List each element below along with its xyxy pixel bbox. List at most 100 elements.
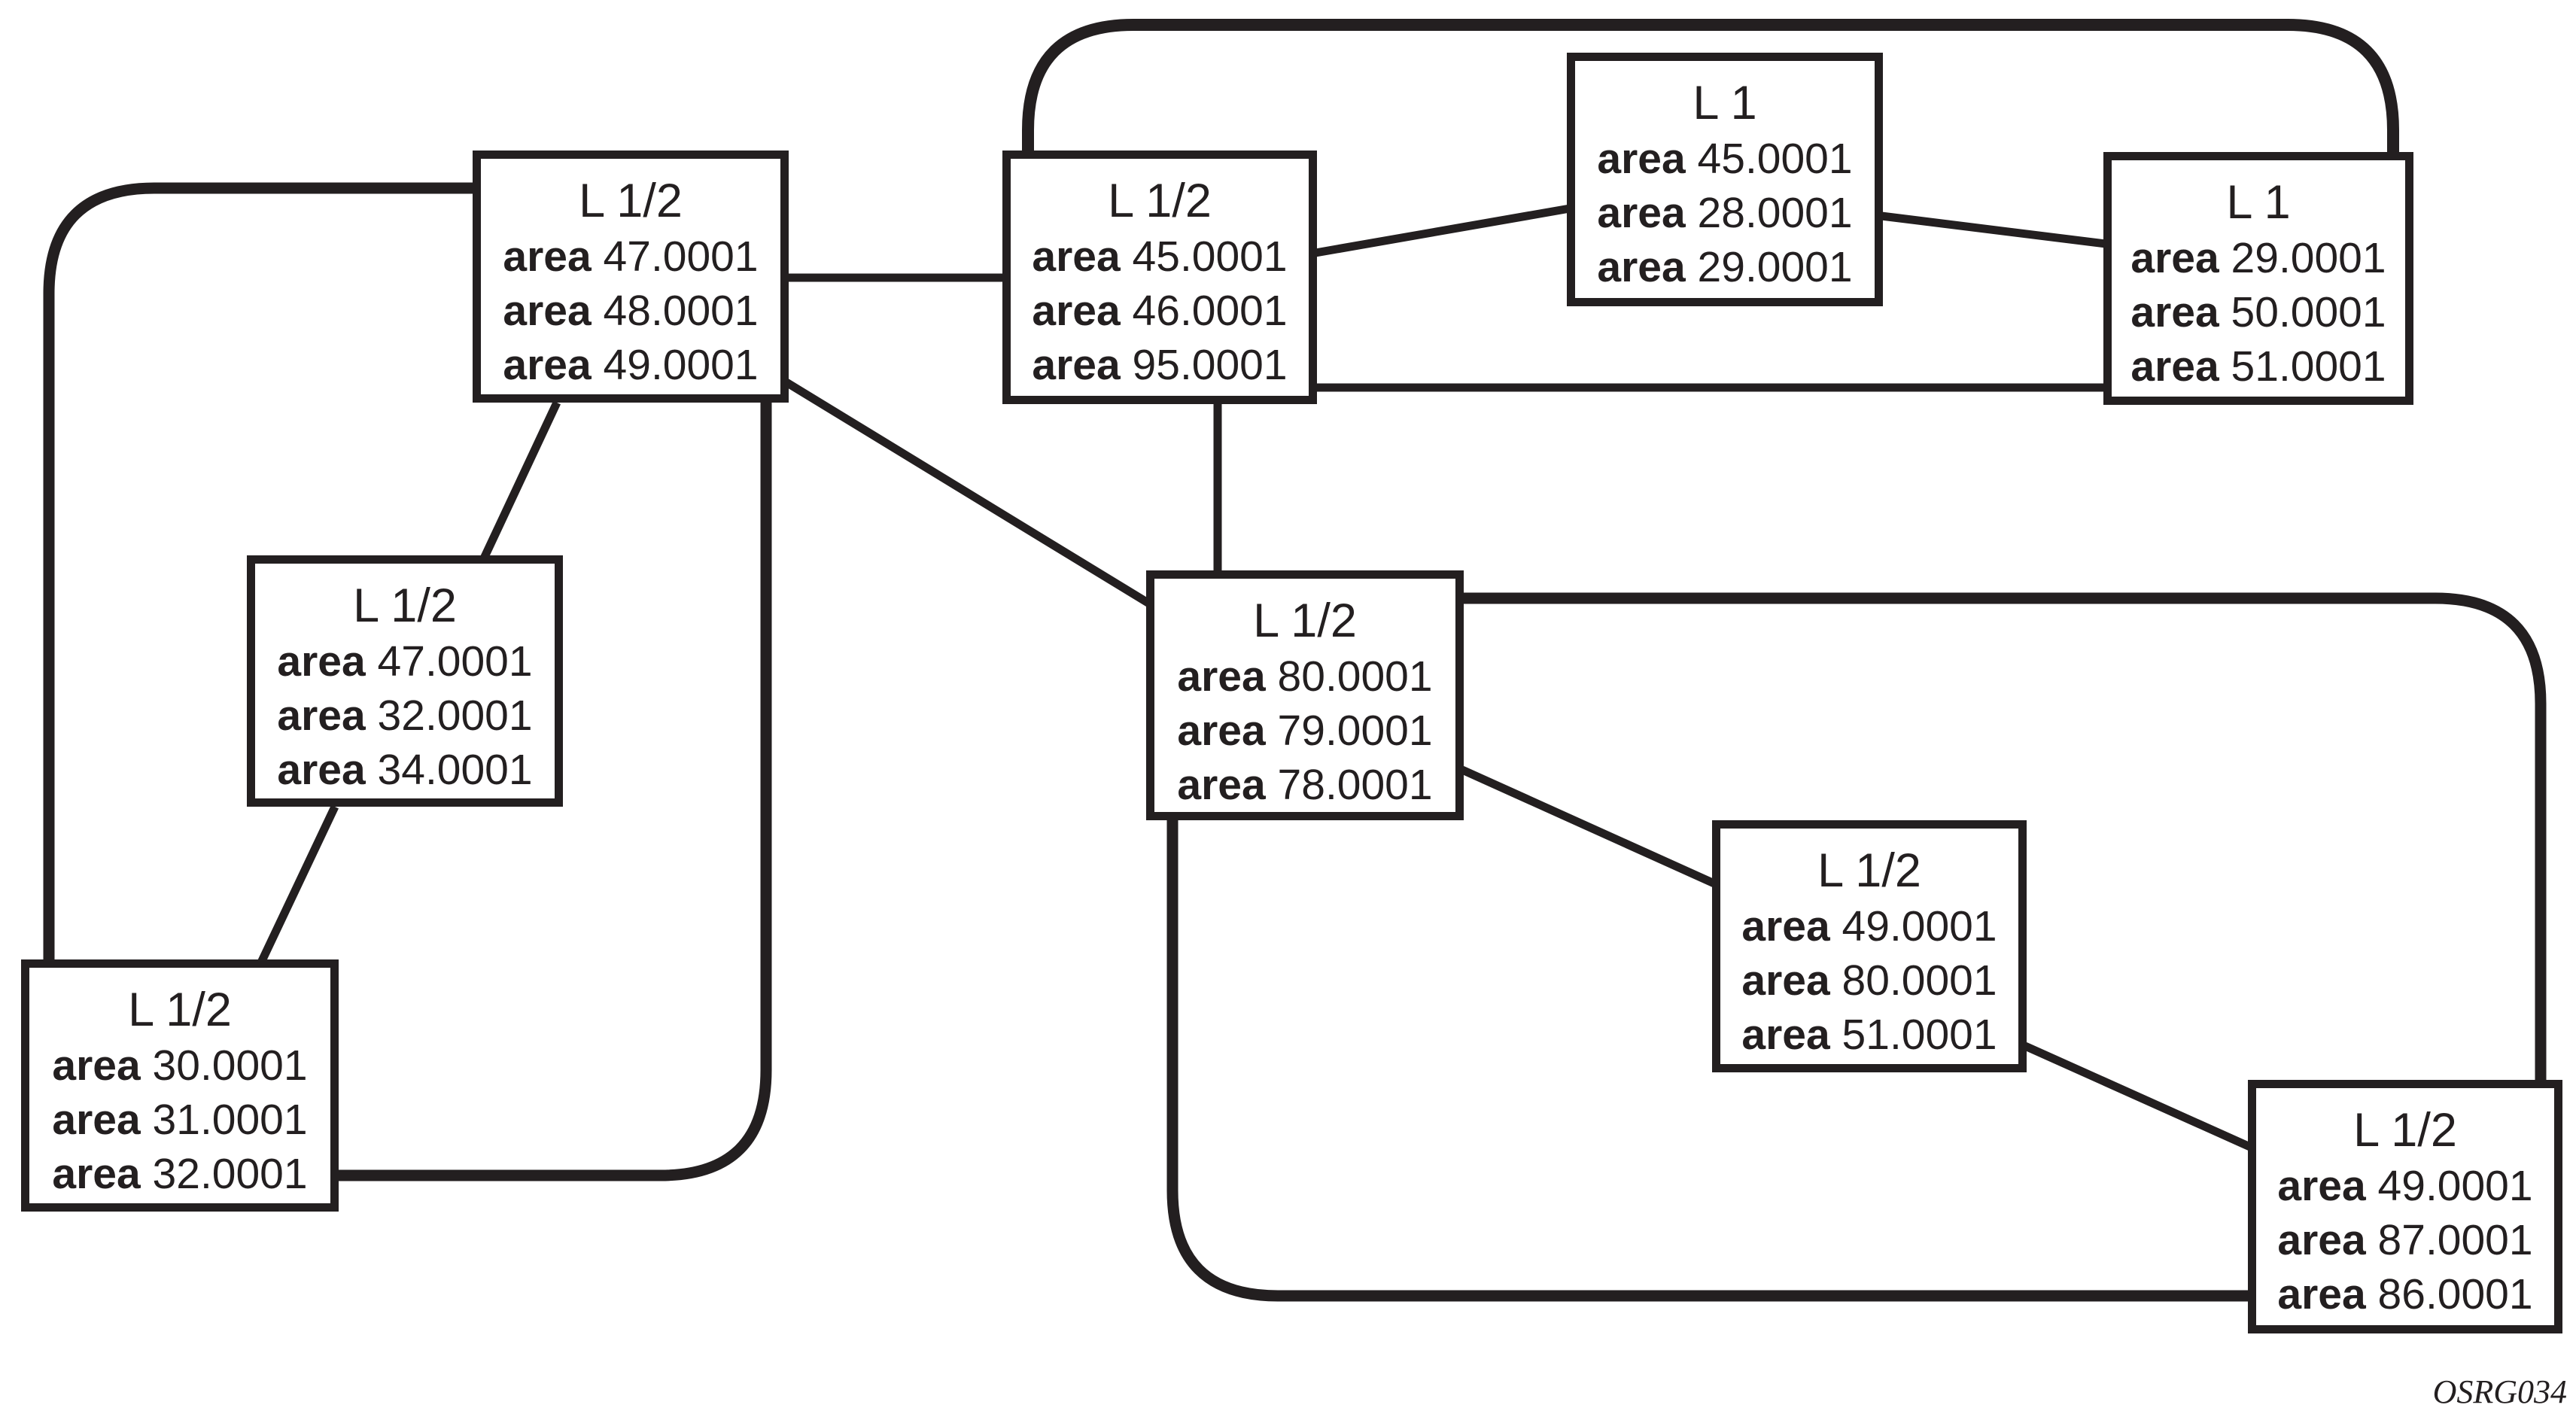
- area-value: 51.0001: [2231, 342, 2386, 391]
- area-row: area 49.0001: [2256, 1159, 2554, 1213]
- link-midleft-to-bottomleft: [257, 804, 339, 965]
- area-row: area 49.0001: [1720, 899, 2018, 953]
- area-value: 28.0001: [1697, 189, 1853, 237]
- area-keyword: area: [1597, 243, 1686, 291]
- area-value: 32.0001: [377, 692, 533, 740]
- link-center-to-midright: [1460, 765, 1718, 889]
- area-value: 32.0001: [152, 1150, 308, 1198]
- area-value: 51.0001: [1842, 1011, 1997, 1059]
- area-row: area 51.0001: [2112, 339, 2405, 394]
- area-row: area 47.0001: [255, 634, 555, 689]
- area-row: area 50.0001: [2112, 285, 2405, 339]
- area-row: area 32.0001: [255, 689, 555, 743]
- area-value: 49.0001: [2377, 1162, 2533, 1210]
- area-value: 30.0001: [152, 1041, 308, 1090]
- area-value: 45.0001: [1697, 135, 1853, 183]
- area-keyword: area: [52, 1150, 141, 1198]
- area-row: area 48.0001: [481, 284, 780, 338]
- node-mid-left: L 1/2 area 47.0001 area 32.0001 area 34.…: [247, 555, 563, 807]
- area-row: area 47.0001: [481, 230, 780, 284]
- area-row: area 29.0001: [2112, 231, 2405, 285]
- node-bottom-left: L 1/2 area 30.0001 area 31.0001 area 32.…: [21, 959, 339, 1212]
- area-value: 46.0001: [1132, 287, 1288, 335]
- area-value: 87.0001: [2377, 1216, 2533, 1264]
- link-midright-to-bottomright: [2023, 1041, 2254, 1152]
- node-title: L 1/2: [128, 984, 232, 1036]
- node-top-upper-l1: L 1 area 45.0001 area 28.0001 area 29.00…: [1567, 53, 1883, 306]
- area-row: area 28.0001: [1575, 186, 1875, 240]
- area-value: 29.0001: [1697, 243, 1853, 291]
- node-title: L 1: [1692, 77, 1757, 129]
- area-keyword: area: [1177, 707, 1266, 755]
- area-row: area 87.0001: [2256, 1213, 2554, 1267]
- area-value: 34.0001: [377, 746, 533, 794]
- area-value: 29.0001: [2231, 234, 2386, 282]
- link-topleft-to-midleft: [480, 400, 561, 561]
- node-title: L 1/2: [2353, 1104, 2457, 1157]
- link-topupper-to-topright: [1881, 211, 2106, 248]
- area-row: area 45.0001: [1011, 230, 1309, 284]
- node-top-middle: L 1/2 area 45.0001 area 46.0001 area 95.…: [1002, 151, 1317, 404]
- area-value: 86.0001: [2377, 1270, 2533, 1318]
- area-keyword: area: [1177, 652, 1266, 701]
- area-keyword: area: [503, 233, 592, 281]
- area-value: 31.0001: [152, 1096, 308, 1144]
- area-keyword: area: [2277, 1216, 2366, 1264]
- area-value: 50.0001: [2231, 288, 2386, 336]
- area-keyword: area: [277, 637, 366, 686]
- area-value: 45.0001: [1132, 233, 1288, 281]
- area-row: area 31.0001: [29, 1093, 330, 1147]
- link-center-to-bottomright-south-loop: [1166, 819, 2252, 1302]
- link-center-to-bottomright-east-loop: [1462, 592, 2547, 1084]
- node-top-right-l1: L 1 area 29.0001 area 50.0001 area 51.00…: [2103, 152, 2413, 405]
- area-value: 47.0001: [603, 233, 759, 281]
- area-keyword: area: [2130, 234, 2219, 282]
- area-row: area 86.0001: [2256, 1267, 2554, 1321]
- area-keyword: area: [2277, 1162, 2366, 1210]
- area-keyword: area: [1032, 341, 1121, 389]
- area-keyword: area: [1741, 1011, 1830, 1059]
- area-keyword: area: [1597, 135, 1686, 183]
- link-topmiddle-to-topupper: [1315, 204, 1571, 257]
- area-row: area 95.0001: [1011, 338, 1309, 392]
- area-row: area 32.0001: [29, 1147, 330, 1201]
- area-keyword: area: [1741, 902, 1830, 950]
- area-row: area 30.0001: [29, 1038, 330, 1093]
- area-keyword: area: [2277, 1270, 2366, 1318]
- area-row: area 29.0001: [1575, 240, 1875, 294]
- area-value: 49.0001: [603, 341, 759, 389]
- area-keyword: area: [2130, 288, 2219, 336]
- area-keyword: area: [52, 1041, 141, 1090]
- link-topleft-to-center: [780, 376, 1161, 613]
- area-keyword: area: [1597, 189, 1686, 237]
- link-topleft-to-bottomleft-west-loop: [43, 182, 476, 963]
- area-keyword: area: [1032, 287, 1121, 335]
- node-top-left: L 1/2 area 47.0001 area 48.0001 area 49.…: [473, 151, 789, 403]
- area-row: area 49.0001: [481, 338, 780, 392]
- area-value: 79.0001: [1277, 707, 1433, 755]
- area-value: 78.0001: [1277, 761, 1433, 809]
- node-title: L 1/2: [1817, 844, 1921, 897]
- area-keyword: area: [1177, 761, 1266, 809]
- node-title: L 1/2: [353, 579, 457, 632]
- link-topmiddle-to-topright-north-loop: [1022, 19, 2399, 156]
- area-value: 48.0001: [603, 287, 759, 335]
- area-value: 95.0001: [1132, 341, 1288, 389]
- node-mid-right: L 1/2 area 49.0001 area 80.0001 area 51.…: [1712, 820, 2027, 1072]
- area-row: area 79.0001: [1154, 704, 1455, 758]
- figure-code: OSRG034: [2432, 1373, 2567, 1410]
- area-keyword: area: [503, 287, 592, 335]
- area-keyword: area: [52, 1096, 141, 1144]
- area-row: area 80.0001: [1154, 649, 1455, 704]
- area-keyword: area: [1032, 233, 1121, 281]
- node-bottom-right: L 1/2 area 49.0001 area 87.0001 area 86.…: [2248, 1080, 2562, 1333]
- area-value: 47.0001: [377, 637, 533, 686]
- area-row: area 78.0001: [1154, 758, 1455, 812]
- node-center: L 1/2 area 80.0001 area 79.0001 area 78.…: [1146, 570, 1464, 820]
- node-title: L 1/2: [1253, 594, 1357, 647]
- area-keyword: area: [503, 341, 592, 389]
- link-topleft-to-bottomleft-south-loop: [337, 403, 772, 1181]
- area-keyword: area: [1741, 956, 1830, 1005]
